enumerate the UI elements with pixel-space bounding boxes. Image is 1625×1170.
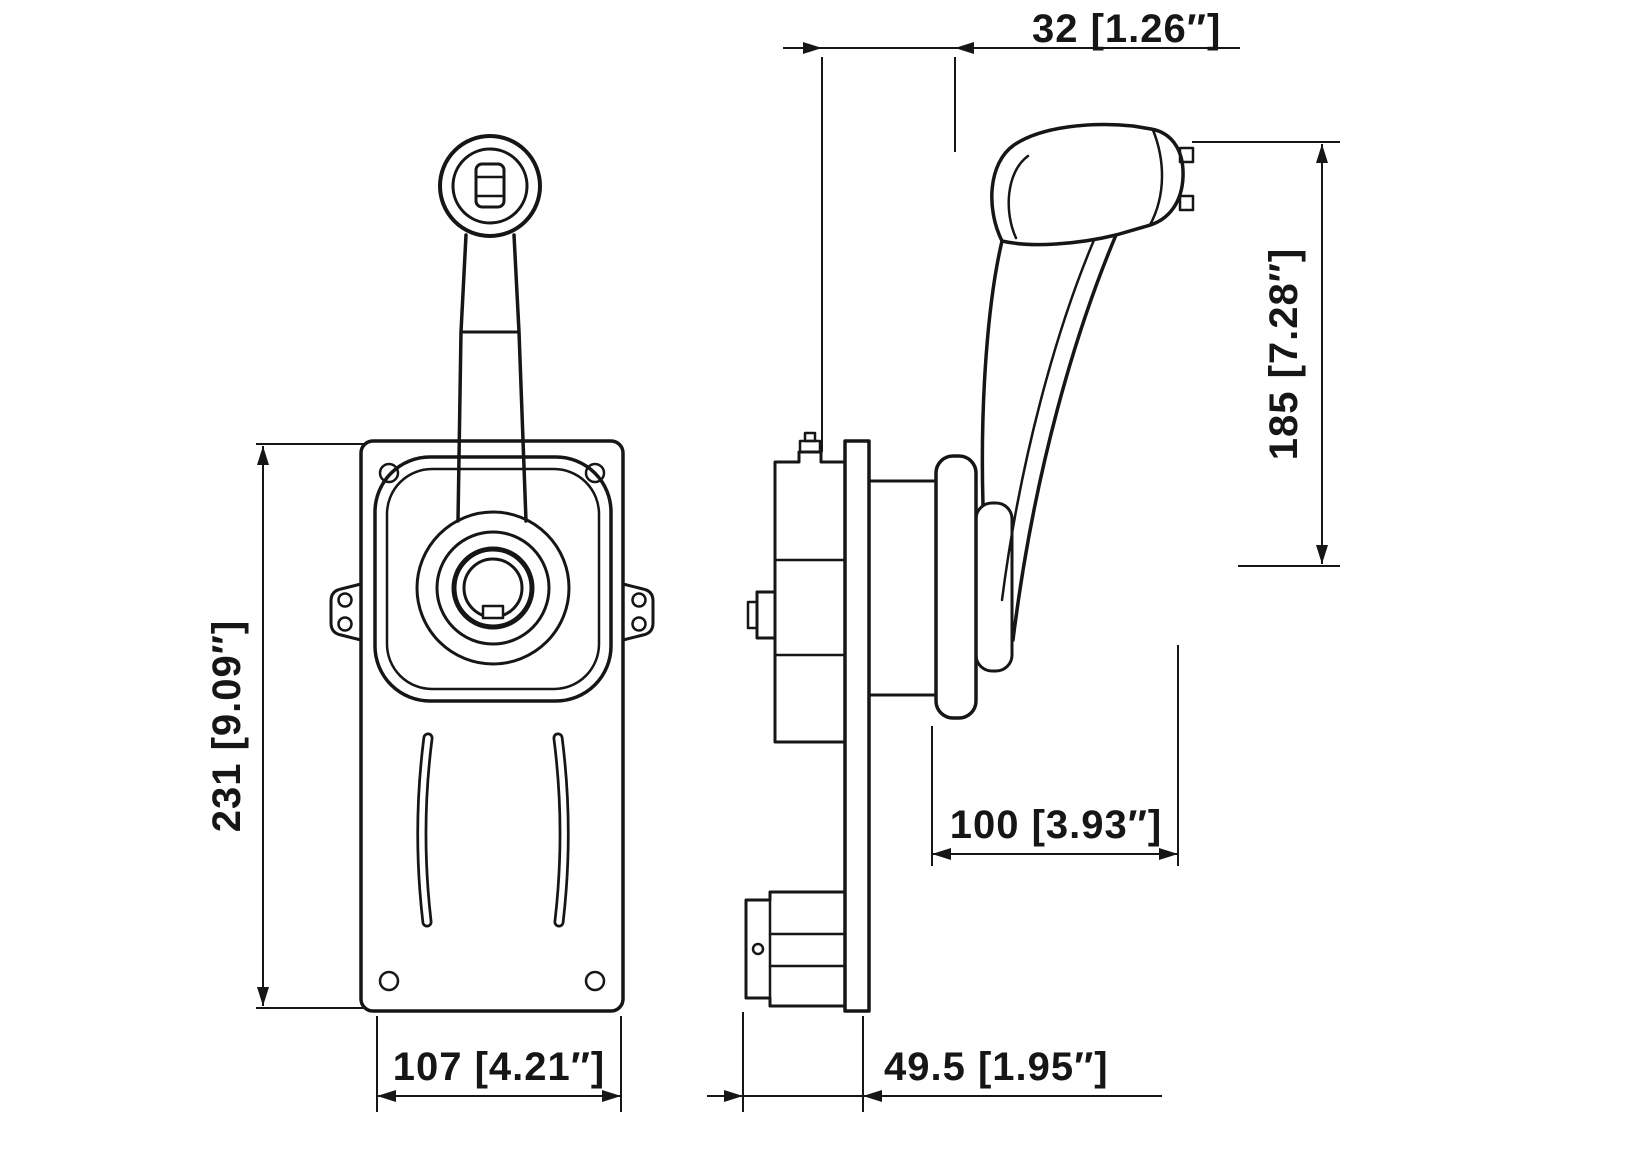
right-mounting-ear xyxy=(621,582,655,642)
label-top-offset: 32 [1.26″] xyxy=(1032,7,1221,51)
plate-slots xyxy=(416,732,570,928)
handle-end-separation xyxy=(1148,128,1164,227)
handle-knob xyxy=(438,134,542,238)
arrowhead xyxy=(1316,144,1328,163)
front-view xyxy=(329,134,655,1013)
arrowhead xyxy=(257,987,269,1006)
label-lever-reach: 100 [3.93″] xyxy=(950,803,1163,847)
arrowhead xyxy=(1316,545,1328,564)
keyway-notch xyxy=(481,604,505,620)
arrowhead xyxy=(803,42,822,54)
left-mounting-ear xyxy=(329,582,363,642)
dim-body-width xyxy=(376,1016,622,1112)
arrowhead xyxy=(932,848,951,860)
panel-plate-profile xyxy=(843,439,871,1013)
lever-handle-outline xyxy=(990,122,1185,247)
dim-top-offset xyxy=(783,42,1240,452)
handle-grip-contour xyxy=(1007,154,1030,240)
arrowhead xyxy=(377,1090,396,1102)
handle-end-tab-bottom xyxy=(1178,194,1195,212)
dim-body-height xyxy=(256,443,364,1009)
hub xyxy=(415,510,571,666)
hub-ring xyxy=(435,530,551,646)
hub-boss xyxy=(415,510,571,666)
knob-button xyxy=(474,162,506,209)
dim-lever-height xyxy=(1192,141,1340,567)
lever-arm-front-edge xyxy=(980,239,1004,507)
side-view xyxy=(744,122,1195,1013)
lever-arm-rear-edge xyxy=(1011,233,1118,642)
handle-stem xyxy=(456,233,528,523)
dim-rear-depth xyxy=(707,1012,1162,1112)
arrowhead xyxy=(257,446,269,465)
knob-outer-ring xyxy=(438,134,542,238)
hub-bore-outer xyxy=(451,546,535,630)
dim-lever-reach xyxy=(931,645,1179,866)
front-bezel-profile xyxy=(867,454,1014,720)
label-rear-depth: 49.5 [1.95″] xyxy=(884,1045,1109,1089)
arrowhead xyxy=(724,1090,743,1102)
plate-screw-holes xyxy=(378,462,606,992)
rear-bracket xyxy=(744,890,847,1008)
hub-boss-profile xyxy=(974,501,1014,673)
rear-screw xyxy=(798,439,822,454)
label-body-height: 231 [9.09″] xyxy=(205,620,249,833)
control-head-bezel xyxy=(373,455,613,703)
bezel-flange xyxy=(934,454,978,720)
label-body-width: 107 [4.21″] xyxy=(393,1045,606,1089)
label-lever-height: 185 [7.28″] xyxy=(1262,248,1306,461)
lever-arm-inner-line xyxy=(1000,238,1096,602)
lever-profile xyxy=(980,122,1195,642)
mounting-plate xyxy=(359,439,625,1013)
arrowhead xyxy=(863,1090,882,1102)
knob-inner-ring xyxy=(451,147,529,225)
arrowhead xyxy=(602,1090,621,1102)
handle-end-tab-top xyxy=(1178,146,1195,164)
rear-housing xyxy=(746,431,847,744)
dimension-annotations xyxy=(256,42,1340,1112)
arrowhead xyxy=(955,42,974,54)
dimension-labels: 32 [1.26″] 185 [7.28″] 231 [9.09″] 100 [… xyxy=(205,7,1306,1089)
rear-terminal xyxy=(755,590,777,640)
arrowhead xyxy=(1159,848,1178,860)
